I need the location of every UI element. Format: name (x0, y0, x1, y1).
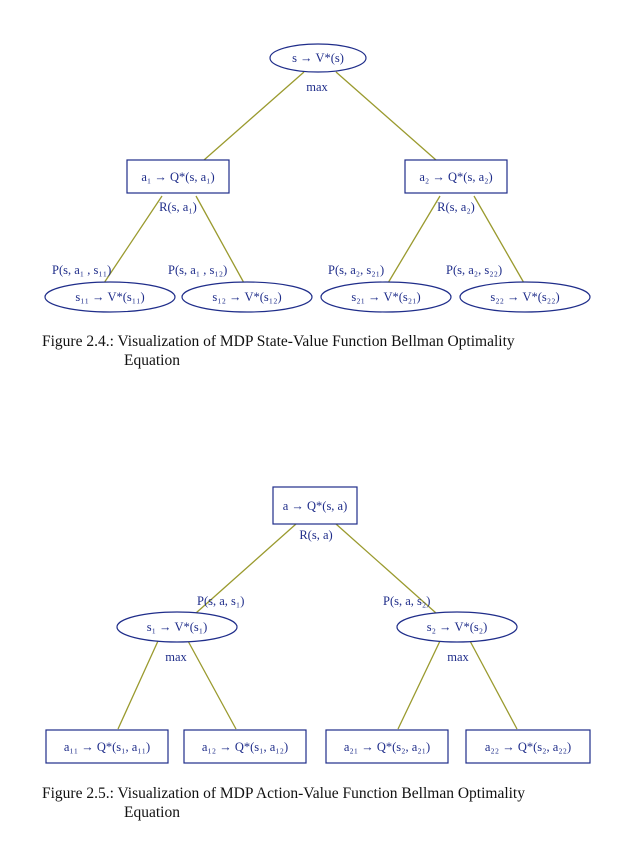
fig25-caption-number: Figure 2.5.: (42, 785, 114, 802)
fig25-edge-s1-a11 (117, 640, 159, 730)
fig24-reward-a1: R(s, a₁) (159, 200, 197, 214)
fig24-action-a1-text: a₁ → Q*(s, a₁) (141, 170, 214, 184)
fig25-edge-root-s2 (335, 523, 437, 614)
fig24-edge-root-a2 (335, 71, 437, 161)
fig24-edge-a2-s21 (387, 195, 441, 284)
fig25-edge-s1-a12 (187, 640, 237, 730)
fig25-action-a22-text: a₂₂ → Q*(s₂, a₂₂) (485, 740, 571, 754)
fig24-action-a2-text: a₂ → Q*(s, a₂) (419, 170, 492, 184)
fig24-prob-s11: P(s, a₁ , s₁₁) (52, 263, 111, 277)
fig24-edges (103, 71, 525, 284)
fig25-state-s2-node (396, 611, 518, 643)
fig25-root-node (272, 486, 358, 525)
fig24-edge-a1-s12 (195, 195, 245, 284)
fig25-edge-s2-a21 (397, 640, 441, 730)
fig25-edges (117, 523, 518, 730)
fig25-prob-s1: P(s, a, s₁) (197, 594, 244, 608)
fig24-prob-s12: P(s, a₁ , s₁₂) (168, 263, 227, 277)
fig25-action-a11-node (45, 729, 169, 764)
fig24-root-node (269, 43, 367, 73)
fig25-prob-s2: P(s, a, s₂) (383, 594, 430, 608)
fig25-action-a21-text: a₂₁ → Q*(s₂, a₂₁) (344, 740, 430, 754)
fig24-action-a1-node (126, 159, 230, 194)
fig25-action-a11-text: a₁₁ → Q*(s₁, a₁₁) (64, 740, 150, 754)
fig24-action-a2-node (404, 159, 508, 194)
fig25-root-text: a → Q*(s, a) (283, 499, 348, 513)
fig24-root-max: max (306, 80, 328, 94)
fig24-state-s21-text: s₂₁ → V*(s₂₁) (351, 290, 420, 304)
fig24-prob-s21: P(s, a₂, s₂₁) (328, 263, 384, 277)
fig24-state-s11-text: s₁₁ → V*(s₁₁) (75, 290, 144, 304)
fig24-edge-a2-s22 (473, 195, 525, 284)
fig25-action-a12-text: a₁₂ → Q*(s₁, a₁₂) (202, 740, 288, 754)
fig24-root-text: s → V*(s) (292, 51, 344, 65)
fig24-caption-text: Visualization of MDP State-Value Functio… (117, 333, 515, 350)
fig24-caption-text-line2: Equation (124, 352, 180, 369)
fig25-state-s1-node (116, 611, 238, 643)
fig24-state-s22-node (459, 281, 591, 313)
fig24-state-s12-node (181, 281, 313, 313)
fig25-state-s2-max: max (447, 650, 469, 664)
fig24-caption-number: Figure 2.4.: (42, 333, 114, 350)
fig25-state-s2-text: s₂ → V*(s₂) (427, 620, 488, 634)
fig24-prob-s22: P(s, a₂, s₂₂) (446, 263, 502, 277)
fig25-state-s1-max: max (165, 650, 187, 664)
fig25-root-reward: R(s, a) (299, 528, 332, 542)
fig24-edge-a1-s11 (103, 195, 163, 284)
fig25-caption-text: Visualization of MDP Action-Value Functi… (117, 785, 525, 802)
fig24-state-s11-node (44, 281, 176, 313)
fig24-state-s12-text: s₁₂ → V*(s₁₂) (212, 290, 281, 304)
fig25-state-s1-text: s₁ → V*(s₁) (147, 620, 208, 634)
fig24-edge-root-a1 (203, 71, 305, 161)
fig24-caption: Figure 2.4.: Visualization of MDP State-… (42, 332, 594, 370)
fig24-reward-a2: R(s, a₂) (437, 200, 475, 214)
fig25-action-a21-node (325, 729, 449, 764)
fig25-action-a12-node (183, 729, 307, 764)
fig24-state-s22-text: s₂₂ → V*(s₂₂) (490, 290, 559, 304)
fig25-caption: Figure 2.5.: Visualization of MDP Action… (42, 784, 594, 822)
fig25-edge-root-s1 (195, 523, 297, 614)
fig25-action-a22-node (465, 729, 591, 764)
fig25-caption-text-line2: Equation (124, 804, 180, 821)
fig24-state-s21-node (320, 281, 452, 313)
fig25-edge-s2-a22 (469, 640, 518, 730)
